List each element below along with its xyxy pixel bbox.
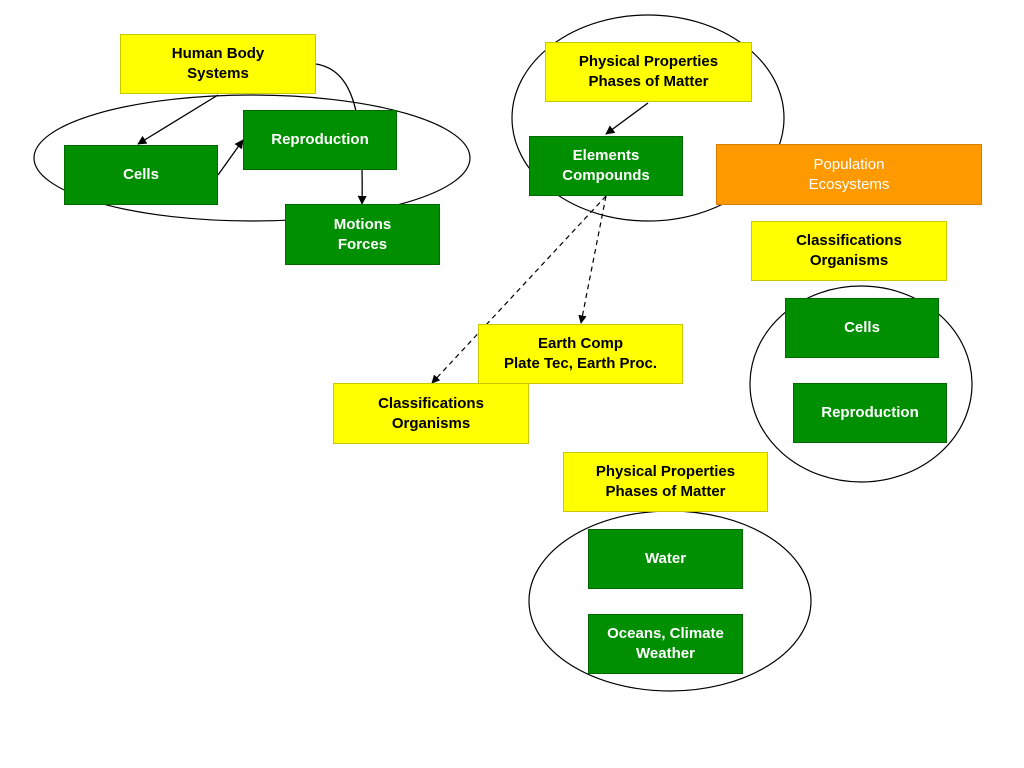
dashed-arrow-elements-to-classifications (431, 195, 607, 384)
box-classifications-middle: Classifications Organisms (333, 383, 529, 444)
box-reproduction-right: Reproduction (793, 383, 947, 443)
box-reproduction-left: Reproduction (243, 110, 397, 170)
box-population-ecosystems: Population Ecosystems (716, 144, 982, 205)
arrow-humanbody-to-motions (315, 63, 367, 205)
box-physical-properties-top: Physical Properties Phases of Matter (545, 42, 752, 102)
box-water: Water (588, 529, 743, 589)
box-cells-left: Cells (64, 145, 218, 205)
box-human-body-systems: Human Body Systems (120, 34, 316, 94)
arrow-cells-to-reproduction (217, 139, 244, 176)
box-earth-comp: Earth Comp Plate Tec, Earth Proc. (478, 324, 683, 384)
box-classifications-right: Classifications Organisms (751, 221, 947, 281)
ellipse-right-cluster (749, 285, 973, 483)
ellipse-left-cluster (33, 94, 471, 222)
box-elements-compounds: Elements Compounds (529, 136, 683, 196)
dashed-arrow-elements-to-earthcomp (578, 195, 607, 324)
box-oceans-climate: Oceans, Climate Weather (588, 614, 743, 674)
box-physical-properties-bottom: Physical Properties Phases of Matter (563, 452, 768, 512)
arrow-physical-to-elements (605, 102, 649, 135)
box-motions-forces: Motions Forces (285, 204, 440, 265)
arrow-humanbody-to-cells (137, 94, 219, 145)
box-cells-right: Cells (785, 298, 939, 358)
ellipse-top-middle-cluster (511, 14, 785, 222)
